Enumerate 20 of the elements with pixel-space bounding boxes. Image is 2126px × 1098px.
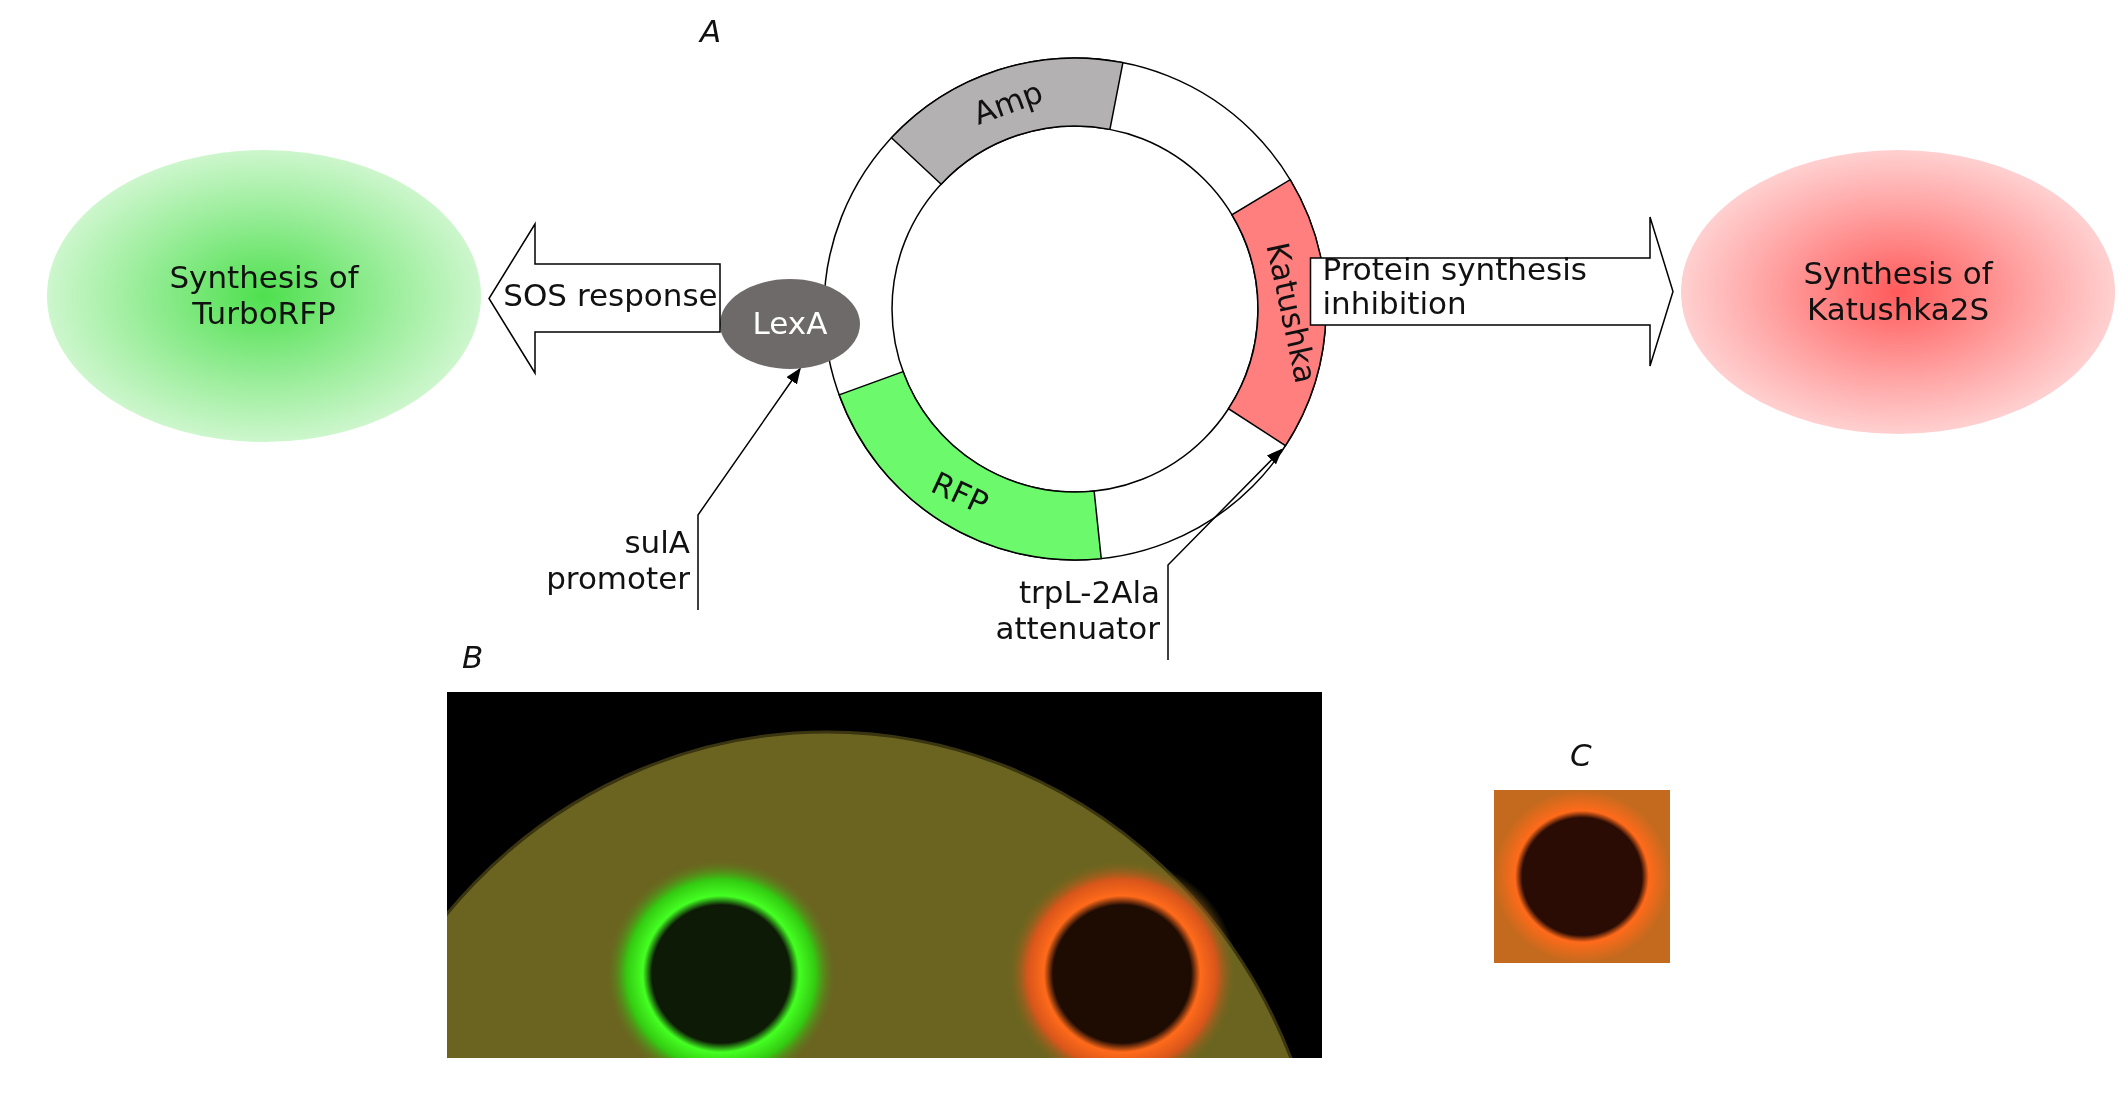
panel-letter: B [462,640,484,676]
gene-label: Amp [968,73,1048,132]
leader-arrow [1167,448,1283,661]
gene-label: RFP [926,464,994,522]
callout-text: sulA promoter [490,525,690,597]
block-arrow [1309,216,1674,367]
leader-arrow [697,367,801,611]
edge-label: Protein synthesis inhibition [1322,252,1588,321]
block-arrow [488,221,721,376]
callout-text: trpL-2Ala attenuator [960,575,1160,647]
ellipse-label: Synthesis of Katushka2S [1802,256,1995,328]
ellipse-label: Synthesis of TurboRFP [168,260,361,332]
gene-segment [890,57,1124,185]
panel-letter: C [1570,738,1592,774]
gene-segment [838,370,1102,561]
panel-letter: A [700,14,722,50]
gene-segment [1227,179,1327,447]
edge-label: SOS response [502,278,719,313]
ellipse-label: LexA [751,306,829,342]
gene-label: Katushka [1259,239,1325,387]
